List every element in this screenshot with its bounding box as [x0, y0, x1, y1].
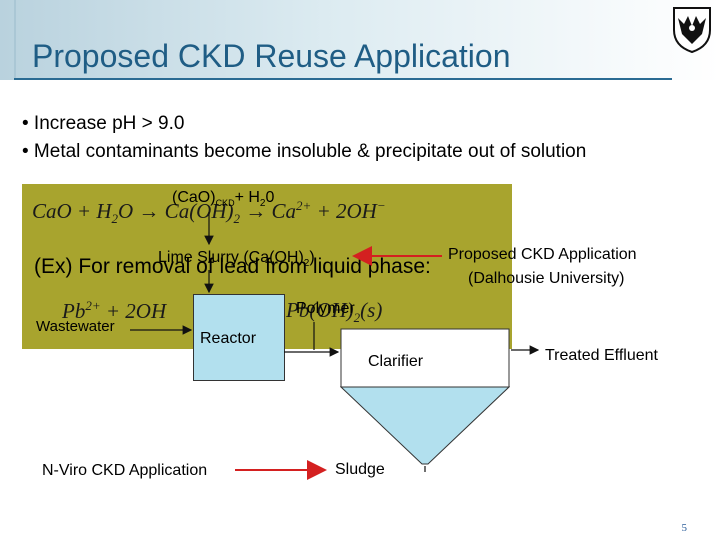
page-number: 5 — [681, 522, 688, 534]
example-text: (Ex) For removal of lead from liquid pha… — [34, 255, 431, 278]
polymer-label: Polymer — [296, 300, 355, 317]
wastewater-label: Wastewater — [36, 318, 115, 335]
treated-effluent-label: Treated Effluent — [545, 347, 658, 364]
eq2-left: Pb — [62, 299, 86, 323]
eq1-right: O → Ca(OH) — [118, 199, 234, 223]
reactor-label: Reactor — [200, 330, 257, 347]
h2o-sub: 2 — [259, 198, 266, 210]
cao-input-text: (CaO) — [172, 189, 216, 206]
cao-sub: CKD — [215, 198, 235, 209]
header-band — [0, 0, 720, 80]
h2o-tail: 0 — [265, 189, 275, 206]
lime-slurry-label: Lime Slurry (Ca(OH)2) — [158, 249, 315, 269]
clarifier-label: Clarifier — [368, 353, 424, 370]
proposed-app-line1: Proposed CKD Application — [448, 246, 637, 263]
university-crest-icon — [673, 7, 711, 54]
eq2-sup: 2+ — [85, 298, 101, 313]
eq2-mid: + 2OH — [105, 299, 167, 323]
eq2-sub: 2 — [353, 310, 361, 326]
bullet-item: • Increase pH > 9.0 — [22, 113, 185, 134]
page-title: Proposed CKD Reuse Application — [32, 38, 511, 74]
cao-plus: + H — [234, 189, 260, 206]
header-left-rule — [14, 0, 16, 80]
nviro-app-label: N-Viro CKD Application — [42, 462, 208, 479]
lime-sub: 2 — [303, 258, 310, 270]
title-underline — [14, 78, 672, 80]
bullet-item: • Metal contaminants become insoluble & … — [22, 141, 587, 162]
proposed-app-line2: (Dalhousie University) — [468, 270, 625, 287]
equation-lead-precipitation: Pb2+ + 2OH — [62, 298, 166, 324]
eq1-sub2: 2 — [233, 211, 241, 227]
lime-tail: ) — [309, 249, 315, 266]
equation-lead-product: Pb(OH)2(s) — [286, 298, 382, 326]
eq1-tail: + 2OH — [316, 199, 377, 223]
equation-cao-hydration: CaO + H2O → Ca(OH)2 → Ca2+ + 2OH− — [32, 198, 386, 227]
lime-slurry-text: Lime Slurry (Ca(OH) — [158, 249, 304, 266]
eq1-arrow2: → Ca — [245, 199, 297, 223]
eq1-sup: 2+ — [296, 198, 312, 213]
eq1-left: CaO + H — [32, 199, 112, 223]
cao-input-label: (CaO)CKD+ H20 — [172, 189, 274, 209]
sludge-label: Sludge — [335, 461, 385, 478]
eq1-sub: 2 — [111, 211, 119, 227]
eq2-state: (s) — [360, 298, 383, 322]
clarifier-tank — [340, 328, 510, 465]
eq1-tail-sup: − — [376, 198, 386, 213]
reactor-tank — [193, 294, 285, 381]
eq2-right: Pb(OH) — [286, 298, 354, 322]
